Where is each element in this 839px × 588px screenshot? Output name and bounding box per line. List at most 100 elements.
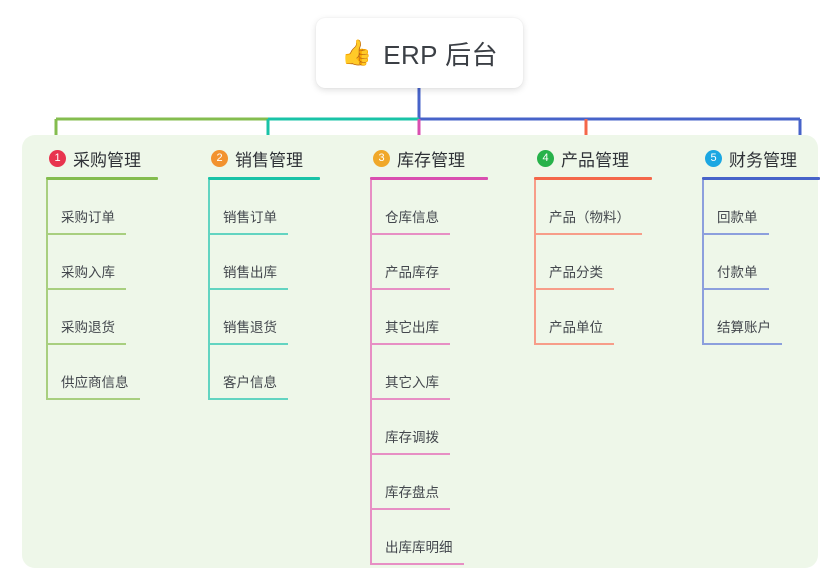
branch-title: 产品管理 (561, 150, 629, 170)
branch-item-underline (208, 233, 288, 235)
branch-item-list: 产品（物料） 产品分类产品单位 (522, 180, 687, 345)
branch-item-underline (370, 343, 450, 345)
branch-item[interactable]: 结算账户 (690, 290, 818, 345)
branch-item[interactable]: 销售退货 (196, 290, 348, 345)
branch-underline (370, 177, 488, 180)
branch-item-label: 库存调拨 (385, 430, 439, 445)
branch-item-underline (208, 398, 288, 400)
branch-spine (208, 180, 210, 400)
branch-item-label: 付款单 (717, 265, 758, 280)
branch-number-badge: 1 (49, 149, 66, 167)
branch-item-underline (534, 343, 614, 345)
branch-title: 财务管理 (729, 150, 797, 170)
branch-item-underline (370, 563, 464, 565)
branch-item[interactable]: 仓库信息 (358, 180, 518, 235)
branch-item-underline (534, 233, 642, 235)
branch-item-underline (370, 288, 450, 290)
branch-spine (702, 180, 704, 345)
branch-item[interactable]: 产品单位 (522, 290, 687, 345)
branch-header[interactable]: 1 采购管理 (34, 145, 186, 171)
branch-item-label: 采购入库 (61, 265, 115, 280)
branch-item-label: 产品（物料） (549, 210, 630, 225)
branch-item[interactable]: 客户信息 (196, 345, 348, 400)
branch-item-label: 产品库存 (385, 265, 439, 280)
branch-item[interactable]: 库存调拨 (358, 400, 518, 455)
branch-item-label: 销售订单 (223, 210, 277, 225)
branch-item[interactable]: 供应商信息 (34, 345, 186, 400)
branch-item[interactable]: 出库库明细 (358, 510, 518, 565)
branch-item-label: 采购订单 (61, 210, 115, 225)
branch-item-list: 仓库信息产品库存其它出库其它入库库存调拨库存盘点出库库明细 (358, 180, 518, 565)
branch-item[interactable]: 产品（物料） (522, 180, 687, 235)
branch-item[interactable]: 销售出库 (196, 235, 348, 290)
branch-underline (702, 177, 820, 180)
branch-item-list: 采购订单采购入库采购退货供应商信息 (34, 180, 186, 400)
branch-item-label: 出库库明细 (385, 540, 453, 555)
branch-item-label: 结算账户 (717, 320, 771, 335)
branch-spine (534, 180, 536, 345)
branch-number-badge: 3 (373, 149, 390, 167)
root-node-content: 👍 ERP 后台 (341, 35, 498, 72)
branch-item-underline (702, 288, 769, 290)
branch-panel (22, 135, 818, 568)
branch-item-underline (208, 288, 288, 290)
root-node-title: ERP 后台 (383, 39, 498, 70)
branch-item-label: 客户信息 (223, 375, 277, 390)
branch-underline (46, 177, 158, 180)
branch-item[interactable]: 产品分类 (522, 235, 687, 290)
branch-header[interactable]: 5 财务管理 (690, 145, 818, 171)
branch-column-3: 3 库存管理仓库信息产品库存其它出库其它入库库存调拨库存盘点出库库明细 (358, 145, 518, 565)
branch-item-list: 回款单付款单结算账户 (690, 180, 818, 345)
branch-item-list: 销售订单销售出库销售退货客户信息 (196, 180, 348, 400)
branch-number-badge: 5 (705, 149, 722, 167)
branch-item-label: 其它入库 (385, 375, 439, 390)
root-node[interactable]: 👍 ERP 后台 (316, 18, 523, 88)
branch-item-label: 销售出库 (223, 265, 277, 280)
branch-item-label: 其它出库 (385, 320, 439, 335)
branch-item[interactable]: 采购入库 (34, 235, 186, 290)
branch-column-5: 5 财务管理回款单付款单结算账户 (690, 145, 820, 345)
branch-spine (370, 180, 372, 565)
branch-title: 库存管理 (397, 150, 465, 170)
branch-item-underline (46, 398, 140, 400)
branch-item-underline (46, 233, 126, 235)
branch-item[interactable]: 其它入库 (358, 345, 518, 400)
branch-item-underline (370, 398, 450, 400)
branch-item-label: 采购退货 (61, 320, 115, 335)
branch-item-label: 销售退货 (223, 320, 277, 335)
branch-item[interactable]: 其它出库 (358, 290, 518, 345)
branch-column-1: 1 采购管理采购订单采购入库采购退货供应商信息 (34, 145, 186, 400)
branch-item-underline (208, 343, 288, 345)
branch-item-label: 产品分类 (549, 265, 603, 280)
branch-title: 销售管理 (235, 150, 303, 170)
branch-underline (208, 177, 320, 180)
branch-item-underline (370, 453, 450, 455)
branch-item[interactable]: 采购订单 (34, 180, 186, 235)
branch-item[interactable]: 库存盘点 (358, 455, 518, 510)
branch-item-underline (702, 233, 769, 235)
branch-item[interactable]: 销售订单 (196, 180, 348, 235)
branch-item-underline (702, 343, 782, 345)
branch-item-label: 供应商信息 (61, 375, 129, 390)
branch-title: 采购管理 (73, 150, 141, 170)
branch-item-underline (534, 288, 614, 290)
branch-spine (46, 180, 48, 400)
branch-item[interactable]: 付款单 (690, 235, 818, 290)
branch-item[interactable]: 产品库存 (358, 235, 518, 290)
branch-item-label: 库存盘点 (385, 485, 439, 500)
branch-item[interactable]: 回款单 (690, 180, 818, 235)
branch-item-label: 仓库信息 (385, 210, 439, 225)
branch-item-underline (370, 233, 450, 235)
branch-item[interactable]: 采购退货 (34, 290, 186, 345)
thumbs-up-icon: 👍 (341, 38, 373, 67)
branch-item-underline (370, 508, 450, 510)
branch-header[interactable]: 3 库存管理 (358, 145, 518, 171)
branch-underline (534, 177, 652, 180)
branch-item-underline (46, 288, 126, 290)
branch-item-label: 产品单位 (549, 320, 603, 335)
